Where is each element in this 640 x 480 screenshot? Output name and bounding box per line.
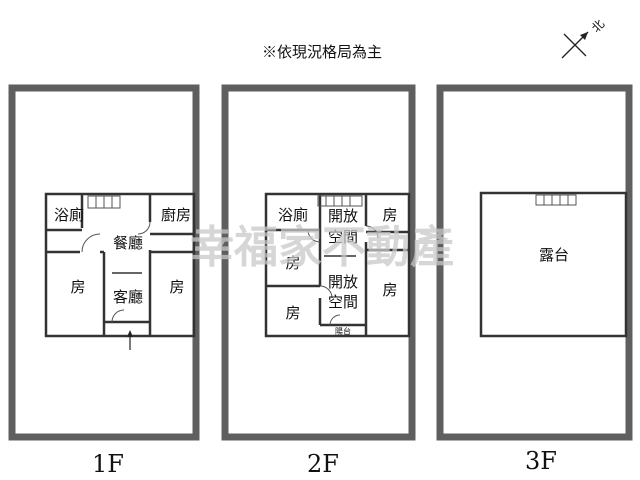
floor-2-room-open-space-upper-line2: 空間: [328, 228, 358, 246]
floor-1-interior-walls: [44, 192, 196, 338]
floor-2-room-balcony: 陽台: [335, 326, 351, 336]
floor-2-room-right: 房: [382, 281, 397, 299]
floor-2-door-swings: [307, 225, 379, 326]
floor-1-plan: 浴廁 餐廳 廚房 客廳 房 房 1F: [8, 84, 200, 478]
floor-2-room-left: 房: [285, 254, 300, 272]
floor-3-room-terrace: 露台: [539, 246, 569, 264]
floor-1-room-bath: 浴廁: [54, 206, 84, 224]
floor-2-room-bottom-left: 房: [285, 304, 300, 322]
floor-2-room-top-right: 房: [382, 206, 397, 224]
layout-note: ※依現況格局為主: [262, 43, 382, 61]
floor-3-stairs-icon: [535, 194, 577, 206]
floor-2-room-open-space-lower-line2: 空間: [328, 293, 358, 311]
floor-2-stairs-icon: [317, 195, 363, 207]
watermark-text: 幸福家不動產: [190, 222, 454, 273]
floor-1-stairs-icon: [87, 195, 121, 209]
floor-3-plan: 露台 3F: [436, 84, 633, 475]
compass-north-label: 北: [589, 17, 607, 35]
floor-3-outer-wall: [436, 84, 633, 441]
floor-1-room-kitchen: 廚房: [161, 206, 191, 224]
floor-1-room-left: 房: [70, 278, 85, 296]
north-arrow-icon: [561, 31, 589, 59]
floor-1-entry-arrow-icon: [127, 330, 133, 350]
floor-1-outer-wall: [8, 84, 200, 441]
floor-2-caption: 2F: [307, 450, 339, 478]
floor-3-terrace-wall: [479, 191, 628, 338]
floor-2-room-open-space-lower-line1: 開放: [328, 273, 358, 291]
floor-2-outer-wall: [221, 84, 416, 441]
floor-1-room-right: 房: [169, 278, 184, 296]
floor-1-caption: 1F: [92, 450, 124, 478]
floor-1-room-dining: 餐廳: [113, 234, 143, 252]
floor-2-plan: 浴廁 開放 空間 房 房 開放 空間 房 房 陽台 2F: [221, 84, 416, 478]
floor-1-door-swings: [81, 221, 151, 323]
floor-2-room-bath: 浴廁: [278, 206, 308, 224]
floor-2-interior-walls: [264, 192, 411, 338]
floor-1-room-living: 客廳: [113, 288, 143, 306]
floor-3-caption: 3F: [525, 447, 557, 475]
floor-2-room-open-space-upper-line1: 開放: [328, 207, 358, 225]
